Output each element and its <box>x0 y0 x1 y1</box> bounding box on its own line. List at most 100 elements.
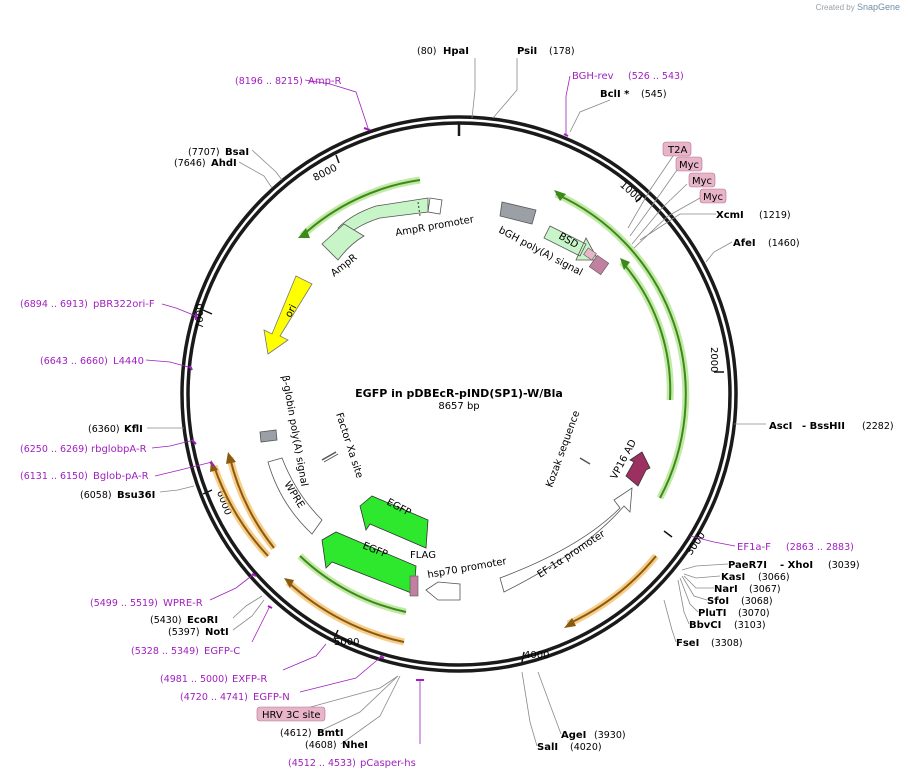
enzyme-bcli: BclI * <box>600 89 630 100</box>
egfp-feature: EGFP EGFP FLAG <box>321 495 436 597</box>
primer-amp-r: Amp-R <box>308 76 342 87</box>
label-myc-2: Myc <box>692 176 712 187</box>
vp16-feature: VP16 AD <box>609 438 651 487</box>
enzyme-pos-nari: (3067) <box>749 584 781 595</box>
orange-arcs <box>210 452 659 646</box>
enzyme-noti: NotI <box>205 627 229 638</box>
enzyme-pos-bsshii: (2282) <box>862 421 894 432</box>
enzyme-pos-bcli: (545) <box>641 89 667 100</box>
enzyme-pos-noti: (5397) <box>168 627 200 638</box>
flag-label: FLAG <box>410 550 436 561</box>
enzyme-asci: AscI <box>769 421 792 432</box>
primer-rbglob: rbglobpA-R <box>91 444 147 455</box>
label-myc-1: Myc <box>679 160 699 171</box>
enzyme-hpai: HpaI <box>443 46 469 57</box>
primer-l4440: L4440 <box>113 356 144 367</box>
kozak-feature: Kozak sequence <box>544 409 591 489</box>
enzyme-pos-bsu36i: (6058) <box>80 490 112 501</box>
enzyme-pos-bmti: (4612) <box>280 728 312 739</box>
ef1a-feature: EF-1α promoter <box>499 487 633 593</box>
kozak-label: Kozak sequence <box>544 409 582 489</box>
enzyme-sali: SalI <box>537 742 558 753</box>
enzyme-pos-sali: (4020) <box>570 742 602 753</box>
enzyme-pos-xcmi: (1219) <box>759 210 791 221</box>
factor-xa-label: Factor Xa site <box>333 412 364 480</box>
enzyme-bsshii: - BssHII <box>802 421 845 432</box>
ef1a-label: EF-1α promoter <box>536 528 608 580</box>
enzyme-ahdi: AhdI <box>211 158 237 169</box>
enzyme-bmti: BmtI <box>317 728 344 739</box>
primer-pos-pcasper: (4512 .. 4533) <box>288 758 356 769</box>
enzyme-pos-kasi: (3066) <box>758 572 790 583</box>
primer-pos-l4440: (6643 .. 6660) <box>40 356 108 367</box>
primer-pos-egfp-c: (5328 .. 5349) <box>131 646 199 657</box>
tick-5000: 5000 <box>334 637 359 648</box>
enzyme-pos-psii: (178) <box>549 46 575 57</box>
enzyme-kfli: KflI <box>124 424 143 435</box>
enzyme-kasi: KasI <box>721 572 745 583</box>
enzyme-xhoi: - XhoI <box>780 560 813 571</box>
enzyme-pluti: PluTI <box>698 608 726 619</box>
enzyme-fsei: FseI <box>676 638 699 649</box>
green-arcs-right <box>554 190 690 500</box>
primer-bgh-rev: BGH-rev <box>572 71 614 82</box>
map-title: EGFP in pDBEcR-pIND(SP1)-W/Bla <box>355 387 563 400</box>
primer-pos-ef1a-f: (2863 .. 2883) <box>786 542 854 553</box>
primer-pos-egfp-n: (4720 .. 4741) <box>180 692 248 703</box>
enzyme-bsai: BsaI <box>225 147 249 158</box>
primer-ef1a-f: EF1a-F <box>737 542 771 553</box>
enzyme-afei: AfeI <box>733 238 756 249</box>
enzyme-pos-pluti: (3070) <box>738 608 770 619</box>
enzyme-sfoi: SfoI <box>707 596 729 607</box>
primer-pos-rbglob: (6250 .. 6269) <box>20 444 88 455</box>
snapgene-credit: Created by SnapGene <box>816 2 900 12</box>
enzyme-pos-xhoi: (3039) <box>828 560 860 571</box>
enzyme-nhei: NheI <box>342 740 368 751</box>
green-arc-bottom <box>297 553 407 616</box>
enzyme-pos-sfoi: (3068) <box>741 596 773 607</box>
enzyme-pos-ahdi: (7646) <box>174 158 206 169</box>
hsp70-label: hsp70 promoter <box>427 556 509 581</box>
enzyme-xcmi: XcmI <box>716 210 744 221</box>
enzyme-agei: AgeI <box>561 730 586 741</box>
enzyme-leaders <box>147 58 766 747</box>
tick-4000: 4000 <box>524 650 549 661</box>
hsp70-feature: hsp70 promoter <box>425 556 509 601</box>
enzyme-pos-nhei: (4608) <box>305 740 337 751</box>
label-hrv3c: HRV 3C site <box>262 710 321 721</box>
ori-feature: ori <box>263 275 313 355</box>
primer-pos-exfp-r: (4981 .. 5000) <box>160 674 228 685</box>
green-arc-topleft <box>298 176 421 239</box>
primer-wpre-r: WPRE-R <box>163 598 203 609</box>
primer-pbr322: pBR322ori-F <box>93 299 155 310</box>
tick-2000: 2000 <box>708 347 719 372</box>
enzyme-pos-bbvci: (3103) <box>734 620 766 631</box>
enzyme-pos-afei: (1460) <box>768 238 800 249</box>
primer-bglob: Bglob-pA-R <box>93 471 149 482</box>
ampr-label: AmpR <box>329 252 359 279</box>
tick-3000: 3000 <box>684 530 708 557</box>
credit-brand: SnapGene <box>856 2 900 12</box>
enzyme-pos-bsai: (7707) <box>188 147 220 158</box>
enzyme-paer7i: PaeR7I <box>728 560 767 571</box>
enzyme-bsu36i: Bsu36I <box>117 490 155 501</box>
enzyme-pos-agei: (3930) <box>594 730 626 741</box>
primer-pos-wpre-r: (5499 .. 5519) <box>90 598 158 609</box>
factor-xa-feature: Factor Xa site <box>321 412 365 480</box>
backbone <box>180 115 738 673</box>
primer-egfp-n: EGFP-N <box>253 692 290 703</box>
primer-pos-amp-r: (8196 .. 8215) <box>235 76 303 87</box>
ampr-promoter-label: AmpR promoter <box>395 214 476 239</box>
enzyme-pos-kfli: (6360) <box>88 424 120 435</box>
enzyme-pos-fsei: (3308) <box>711 638 743 649</box>
enzyme-pos-ecori: (5430) <box>150 615 182 626</box>
credit-prefix: Created by <box>815 3 855 12</box>
primer-pos-bgh-rev: (526 .. 543) <box>628 71 684 82</box>
enzyme-nari: NarI <box>714 584 738 595</box>
primer-pos-pbr322: (6894 .. 6913) <box>20 299 88 310</box>
enzyme-labels: (80) HpaI PsiI (178) BclI * (545) XcmI (… <box>80 46 894 753</box>
tick-7000: 7000 <box>195 304 206 329</box>
ampr-feature: AmpR promoter AmpR <box>321 197 476 279</box>
primer-exfp-r: EXFP-R <box>232 674 267 685</box>
